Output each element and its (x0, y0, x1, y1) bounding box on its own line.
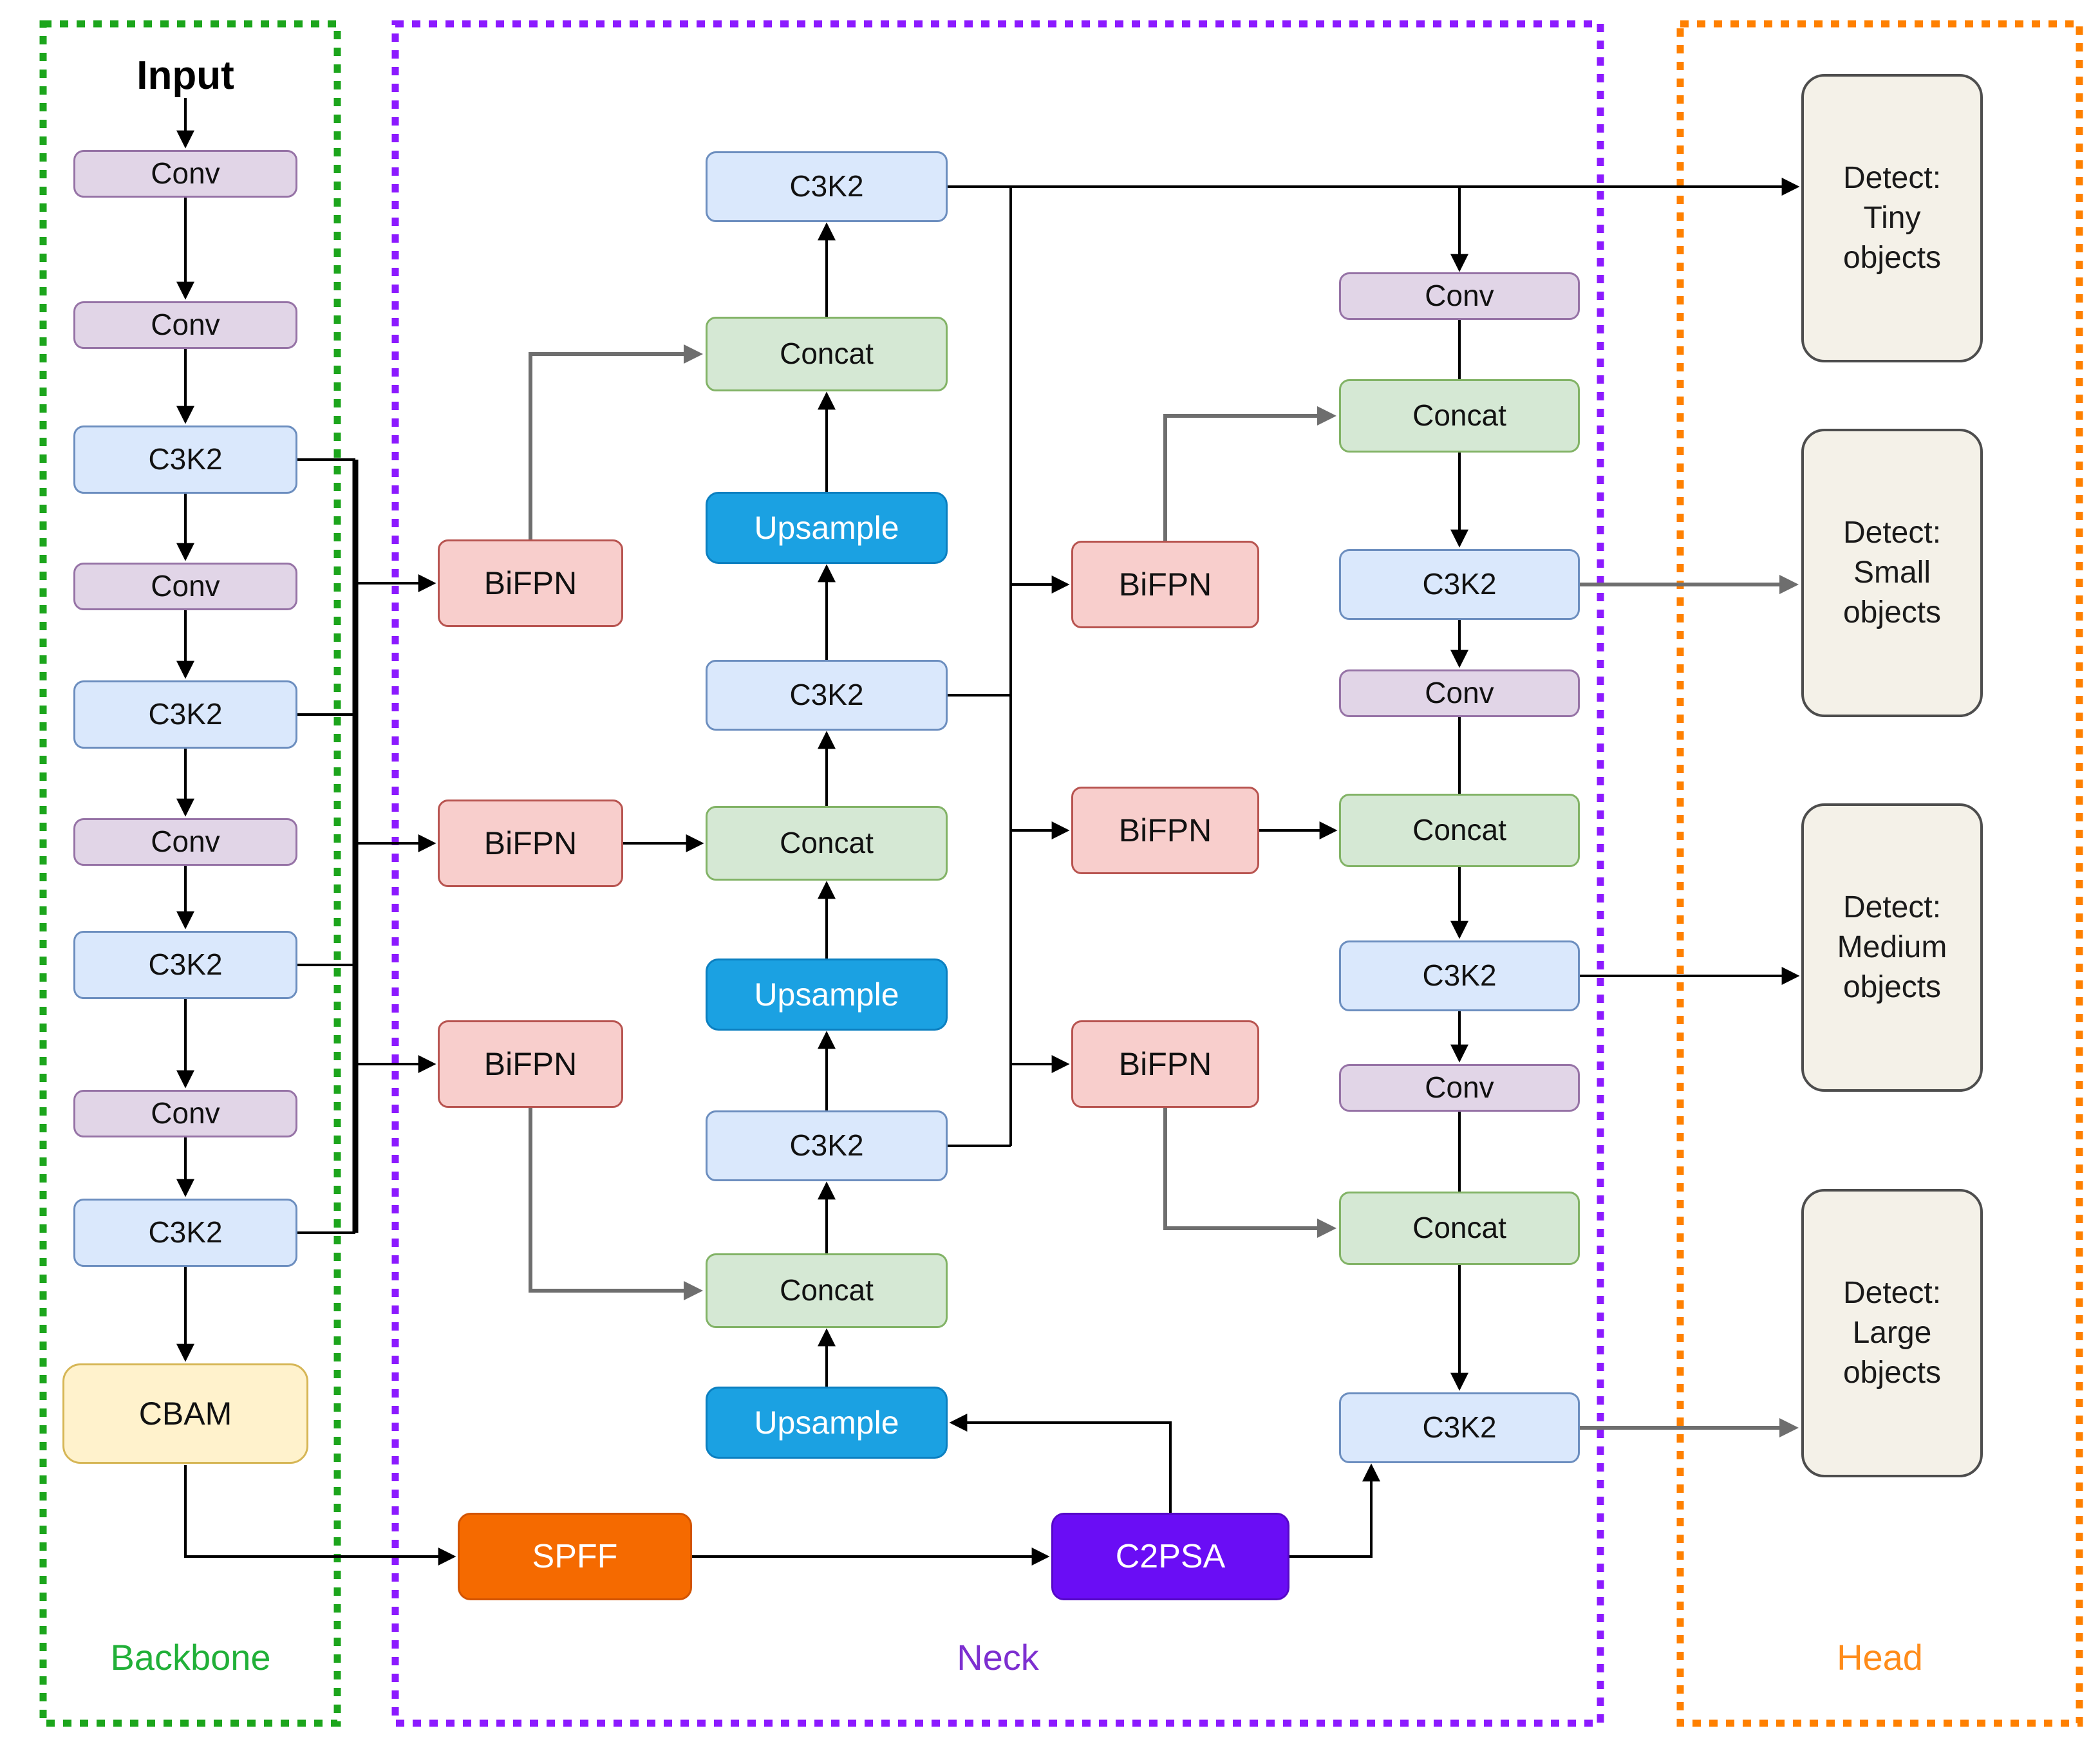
input-label: Input (136, 53, 234, 98)
neck-c3k2-right-3: C3K2 (1339, 1392, 1580, 1463)
head-detect-large: Detect: Large objects (1801, 1189, 1983, 1477)
backbone-cbam: CBAM (62, 1363, 308, 1464)
neck-conv-right-1: Conv (1339, 272, 1580, 320)
neck-spff: SPFF (458, 1513, 692, 1600)
neck-c3k2-mid: C3K2 (706, 660, 948, 731)
neck-bifpn-right-1: BiFPN (1071, 541, 1259, 628)
neck-upsample-mid: Upsample (706, 959, 948, 1031)
neck-conv-right-3: Conv (1339, 1064, 1580, 1112)
backbone-conv-5: Conv (73, 1090, 297, 1137)
backbone-conv-2: Conv (73, 301, 297, 349)
neck-c3k2-top: C3K2 (706, 151, 948, 222)
edge-c2psa-upsample-bot (949, 1414, 1172, 1513)
neck-concat-right-3: Concat (1339, 1192, 1580, 1265)
neck-bifpn-left-1: BiFPN (438, 539, 623, 627)
neck-upsample-top: Upsample (706, 492, 948, 564)
head-section-border (1676, 20, 2083, 1727)
neck-upsample-bot: Upsample (706, 1387, 948, 1459)
backbone-section-label: Backbone (110, 1636, 271, 1678)
edge-cbam-spff (184, 1465, 456, 1566)
backbone-c3k2-1: C3K2 (73, 426, 297, 494)
neck-c2psa: C2PSA (1051, 1513, 1289, 1600)
head-section-label: Head (1837, 1636, 1923, 1678)
neck-c3k2-right-1: C3K2 (1339, 549, 1580, 620)
edge-bifpn-l1-concat-top (529, 344, 703, 539)
neck-section-label: Neck (957, 1636, 1039, 1678)
neck-conv-right-2: Conv (1339, 669, 1580, 717)
neck-bifpn-left-2: BiFPN (438, 800, 623, 887)
neck-c3k2-right-2: C3K2 (1339, 940, 1580, 1011)
backbone-c3k2-2: C3K2 (73, 680, 297, 749)
edge-c2psa-c3k2-r3 (1289, 1463, 1380, 1558)
head-detect-tiny: Detect: Tiny objects (1801, 74, 1983, 362)
backbone-conv-1: Conv (73, 150, 297, 198)
neck-concat-bot: Concat (706, 1253, 948, 1328)
edge-bifpn-r1-concat-r1 (1163, 406, 1336, 541)
neck-bifpn-right-2: BiFPN (1071, 787, 1259, 874)
backbone-conv-3: Conv (73, 563, 297, 610)
neck-c3k2-bot: C3K2 (706, 1110, 948, 1181)
head-detect-medium: Detect: Medium objects (1801, 803, 1983, 1092)
neck-bifpn-right-3: BiFPN (1071, 1020, 1259, 1108)
neck-concat-top: Concat (706, 317, 948, 391)
backbone-c3k2-3: C3K2 (73, 931, 297, 999)
backbone-c3k2-4: C3K2 (73, 1199, 297, 1267)
neck-concat-right-1: Concat (1339, 379, 1580, 453)
neck-concat-mid: Concat (706, 806, 948, 881)
neck-concat-right-2: Concat (1339, 794, 1580, 867)
edge-bifpn-l3-concat-bot (529, 1108, 703, 1300)
edge-bifpn-r3-concat-r3 (1163, 1108, 1336, 1238)
head-detect-small: Detect: Small objects (1801, 429, 1983, 717)
backbone-conv-4: Conv (73, 818, 297, 866)
neck-section-border (391, 20, 1604, 1727)
backbone-section-border (39, 20, 341, 1727)
neck-bifpn-left-3: BiFPN (438, 1020, 623, 1108)
